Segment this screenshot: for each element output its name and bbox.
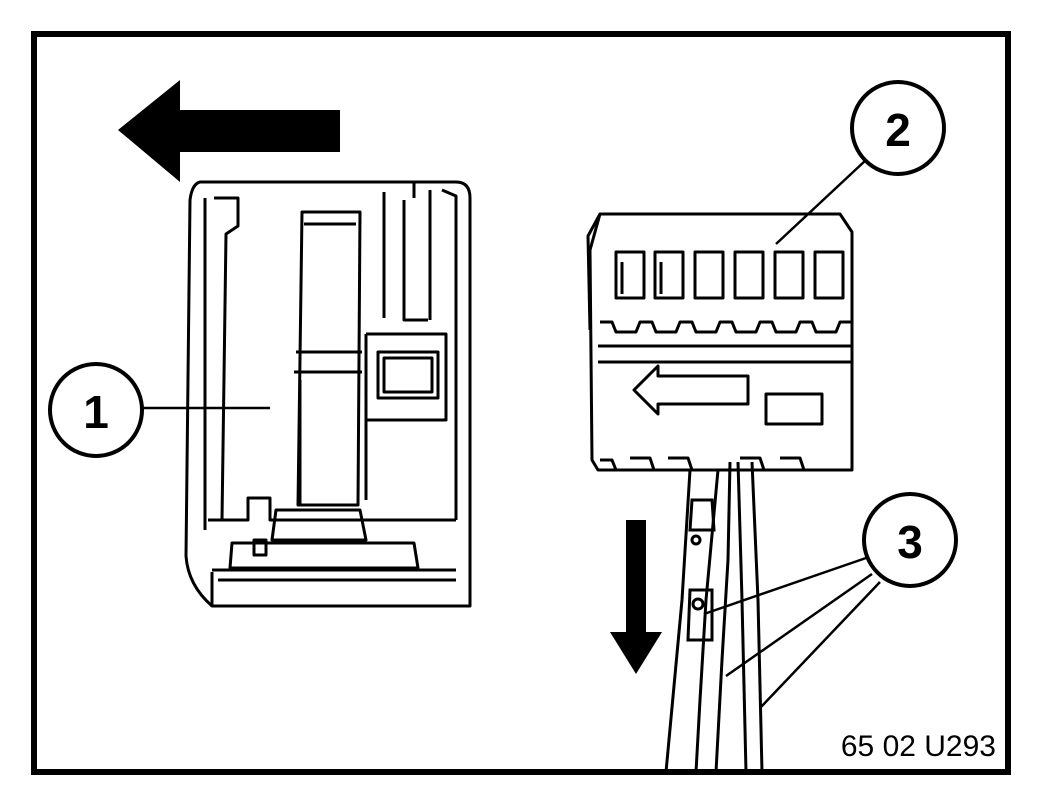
- connector-housing: [184, 180, 472, 608]
- callout-1-label: 1: [83, 386, 109, 438]
- pull-down-arrow: [610, 520, 662, 674]
- callout-1: 1: [48, 362, 144, 458]
- callout-2: 2: [850, 80, 946, 176]
- callout-3: 3: [862, 492, 958, 588]
- leader-lines: [142, 159, 881, 709]
- wire-harness: [664, 461, 764, 773]
- drawing-reference-code: 65 02 U293: [841, 730, 996, 763]
- connector-block: [586, 212, 854, 472]
- slide-direction-arrow: [118, 80, 340, 182]
- callout-2-label: 2: [885, 104, 911, 156]
- callout-3-label: 3: [897, 516, 923, 568]
